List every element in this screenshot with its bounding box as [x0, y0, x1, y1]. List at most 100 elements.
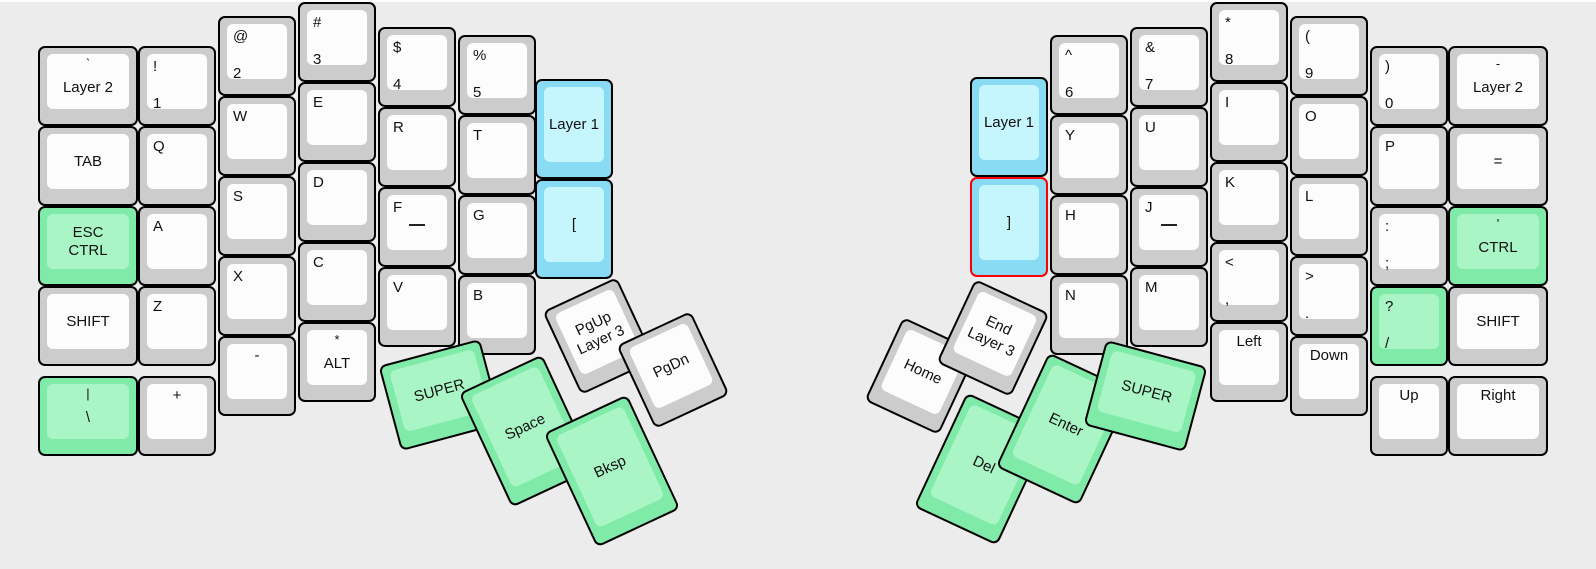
key-i[interactable]: I — [1210, 82, 1288, 162]
key-comma[interactable]: <, — [1210, 242, 1288, 322]
key-a[interactable]: A — [138, 206, 216, 286]
key-k[interactable]: K — [1210, 162, 1288, 242]
key-cap: Y — [1059, 123, 1119, 178]
key-bracket-right[interactable]: ] — [970, 177, 1048, 277]
key-legend-primary: Right — [1480, 387, 1516, 404]
key-cap: |\ — [47, 384, 129, 439]
key-legend-secondary: 2 — [233, 64, 242, 82]
key-plus[interactable]: + — [138, 376, 216, 456]
key-period[interactable]: >. — [1290, 256, 1368, 336]
key-shift-left[interactable]: SHIFT — [38, 286, 138, 366]
key-m[interactable]: M — [1130, 267, 1208, 347]
key-cap: #3 — [307, 10, 367, 68]
key-cap: G — [467, 203, 527, 258]
key-semicolon[interactable]: :; — [1370, 206, 1448, 286]
key-label: $4 — [387, 35, 447, 93]
key-ctrl-quote[interactable]: 'CTRL — [1448, 206, 1548, 286]
key-label: R — [387, 115, 447, 170]
key-x[interactable]: X — [218, 256, 296, 336]
key-c[interactable]: C — [298, 242, 376, 322]
key-layer1-right[interactable]: Layer 1 — [970, 77, 1048, 177]
key-right-arrow[interactable]: Right — [1448, 376, 1548, 456]
key-down-arrow[interactable]: Down — [1290, 336, 1368, 416]
key-p[interactable]: P — [1370, 126, 1448, 206]
key-0[interactable]: )0 — [1370, 46, 1448, 126]
key-layer1-left[interactable]: Layer 1 — [535, 79, 613, 179]
key-label: %5 — [467, 43, 527, 101]
key-5[interactable]: %5 — [458, 35, 536, 115]
key-y[interactable]: Y — [1050, 115, 1128, 195]
key-6[interactable]: ^6 — [1050, 35, 1128, 115]
key-o[interactable]: O — [1290, 96, 1368, 176]
key-tab[interactable]: TAB — [38, 126, 138, 206]
key-t[interactable]: T — [458, 115, 536, 195]
key-label: &7 — [1139, 35, 1199, 93]
key-legend-primary: C — [313, 254, 324, 271]
key-4[interactable]: $4 — [378, 27, 456, 107]
key-legend-primary: CTRL — [68, 241, 108, 259]
key-f[interactable]: F — [378, 187, 456, 267]
key-legend-primary: ) — [1385, 58, 1390, 75]
key-minus-left[interactable]: - — [218, 336, 296, 416]
key-layer2-grave[interactable]: `Layer 2 — [38, 46, 138, 126]
key-cap: E — [307, 90, 367, 145]
key-legend-primary: Left — [1236, 333, 1262, 350]
key-u[interactable]: U — [1130, 107, 1208, 187]
key-l[interactable]: L — [1290, 176, 1368, 256]
key-alt-asterisk[interactable]: *ALT — [298, 322, 376, 402]
key-s[interactable]: S — [218, 176, 296, 256]
key-cap: %5 — [467, 43, 527, 101]
key-legend-primary: : — [1385, 218, 1390, 235]
key-h[interactable]: H — [1050, 195, 1128, 275]
key-r[interactable]: R — [378, 107, 456, 187]
key-legend-primary: G — [473, 207, 485, 224]
key-label: E — [307, 90, 367, 145]
key-label: 'CTRL — [1457, 214, 1539, 269]
key-8[interactable]: *8 — [1210, 2, 1288, 82]
key-n[interactable]: N — [1050, 275, 1128, 355]
key-z[interactable]: Z — [138, 286, 216, 366]
key-equals[interactable]: = — [1448, 126, 1548, 206]
key-cap: TAB — [47, 134, 129, 189]
key-label: ] — [979, 185, 1039, 260]
key-label: -Layer 2 — [1457, 54, 1539, 109]
key-1[interactable]: !1 — [138, 46, 216, 126]
key-7[interactable]: &7 — [1130, 27, 1208, 107]
key-label: = — [1457, 134, 1539, 189]
key-9[interactable]: (9 — [1290, 16, 1368, 96]
key-label: `Layer 2 — [47, 54, 129, 109]
key-legend-primary: A — [153, 218, 164, 235]
key-slash[interactable]: ?/ — [1370, 286, 1448, 366]
key-cap: *8 — [1219, 10, 1279, 68]
key-label: Layer 1 — [979, 85, 1039, 160]
key-left-arrow[interactable]: Left — [1210, 322, 1288, 402]
key-shift-right[interactable]: SHIFT — [1448, 286, 1548, 366]
key-label: W — [227, 104, 287, 159]
key-e[interactable]: E — [298, 82, 376, 162]
key-2[interactable]: @2 — [218, 16, 296, 96]
key-bracket-left[interactable]: [ — [535, 179, 613, 279]
key-j[interactable]: J — [1130, 187, 1208, 267]
key-g[interactable]: G — [458, 195, 536, 275]
key-layer2-minus[interactable]: -Layer 2 — [1448, 46, 1548, 126]
key-legend-primary: SUPER — [412, 375, 467, 406]
key-d[interactable]: D — [298, 162, 376, 242]
key-legend-primary: SHIFT — [1476, 312, 1520, 330]
key-label: :; — [1379, 214, 1439, 272]
key-label: Y — [1059, 123, 1119, 178]
key-q[interactable]: Q — [138, 126, 216, 206]
key-legend-primary: F — [393, 199, 403, 216]
key-legend-primary: ESC — [72, 223, 104, 241]
key-legend-secondary: 7 — [1145, 75, 1154, 93]
key-3[interactable]: #3 — [298, 2, 376, 82]
key-up-arrow[interactable]: Up — [1370, 376, 1448, 456]
key-label: L — [1299, 184, 1359, 239]
key-v[interactable]: V — [378, 267, 456, 347]
key-legend-secondary: | — [86, 386, 90, 401]
key-cap: T — [467, 123, 527, 178]
homing-bump-icon — [1161, 224, 1177, 226]
key-w[interactable]: W — [218, 96, 296, 176]
key-pipe-backslash[interactable]: |\ — [38, 376, 138, 456]
